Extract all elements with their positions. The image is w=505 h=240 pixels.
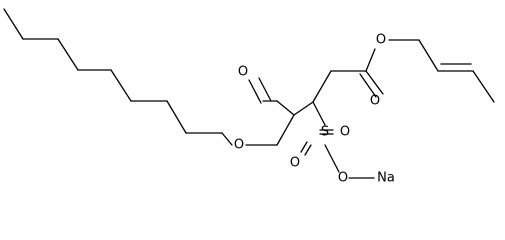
- atom-sulfur: S: [321, 125, 329, 140]
- chemical-structure: O O O O S O O O Na: [3, 8, 495, 186]
- atom-o-sulfonyl-left: O: [290, 156, 300, 171]
- butenyl-chain: [418, 39, 495, 103]
- atom-o-ester-left: O: [234, 138, 244, 153]
- backbone: [293, 70, 367, 116]
- sulfonate-group: [300, 101, 375, 179]
- right-ester-group: [359, 39, 420, 98]
- octyl-chain: [3, 8, 233, 146]
- atom-labels: O O O O S O O O Na: [234, 33, 395, 186]
- atom-o-carbonyl-left: O: [238, 65, 248, 80]
- atom-o-sulfonate: O: [338, 171, 348, 186]
- atom-o-carbonyl-right: O: [370, 94, 380, 109]
- atom-sodium: Na: [377, 171, 395, 186]
- left-ester-group: [245, 77, 295, 146]
- atom-o-ester-right: O: [376, 33, 386, 48]
- atom-o-sulfonyl-right: O: [340, 125, 350, 140]
